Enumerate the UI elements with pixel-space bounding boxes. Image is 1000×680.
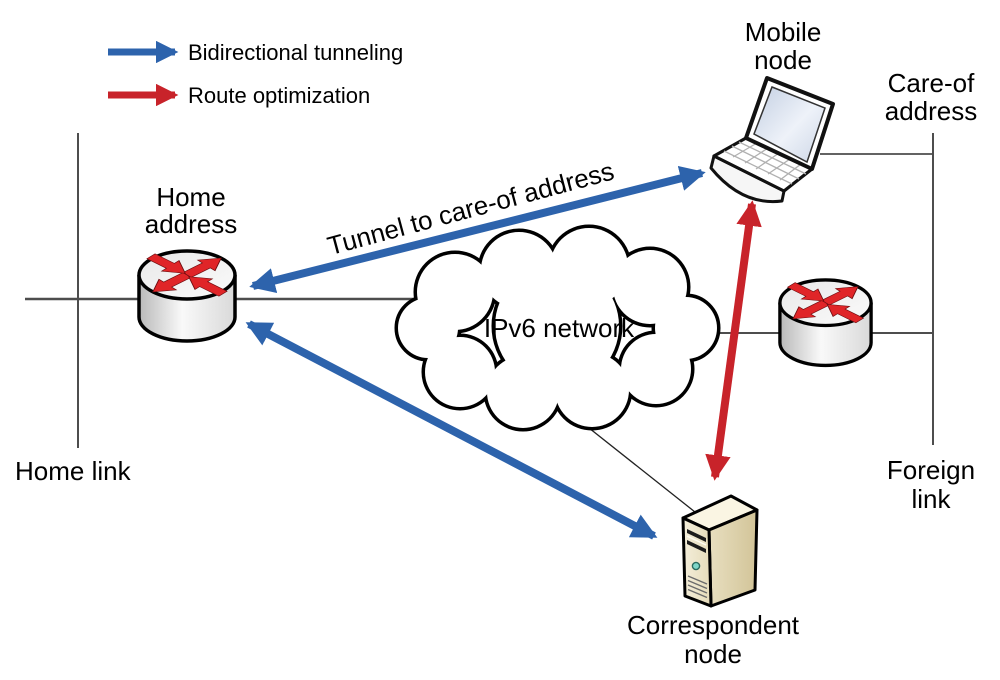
correspondent-node-label-line1: Correspondent: [627, 610, 800, 640]
mobile-node-label-line2: node: [754, 45, 812, 75]
laptop-keyboard: [723, 141, 807, 185]
ipv6-cloud: IPv6 network: [394, 224, 721, 432]
ipv6-network-label: IPv6 network: [484, 313, 635, 343]
care-of-address-label-line2: address: [885, 96, 978, 126]
correspondent-node-label-line2: node: [684, 639, 742, 669]
server-tower-icon: [681, 494, 759, 608]
legend-label-bidirectional-tunneling: Bidirectional tunneling: [188, 40, 403, 65]
home-link-label: Home link: [15, 456, 132, 486]
server-vents: [687, 575, 708, 599]
foreign-link-label-line1: Foreign: [887, 455, 975, 485]
home-to-correspondent-tunnel-arrow: [245, 320, 658, 540]
laptop-base-front: [709, 154, 786, 204]
legend-label-route-optimization: Route optimization: [188, 83, 370, 108]
home-address-label-line1: Home: [156, 182, 225, 212]
care-of-address-label-line1: Care-of: [888, 68, 975, 98]
route-optimization-arrow: [705, 200, 762, 481]
foreign-link-label-line2: link: [911, 484, 951, 514]
server-drive-slots: [686, 529, 707, 553]
legend: Bidirectional tunneling Route optimizati…: [108, 40, 403, 108]
mobile-node-label-line1: Mobile: [745, 17, 822, 47]
bidirectional-tunnel-arrow: [249, 165, 706, 294]
laptop-screen: [753, 86, 826, 164]
laptop-icon: [709, 76, 835, 204]
foreign-router-icon: [778, 278, 873, 368]
home-router-icon: [137, 249, 237, 343]
home-address-label-line2: address: [145, 209, 238, 239]
server-power-button: [691, 561, 701, 571]
